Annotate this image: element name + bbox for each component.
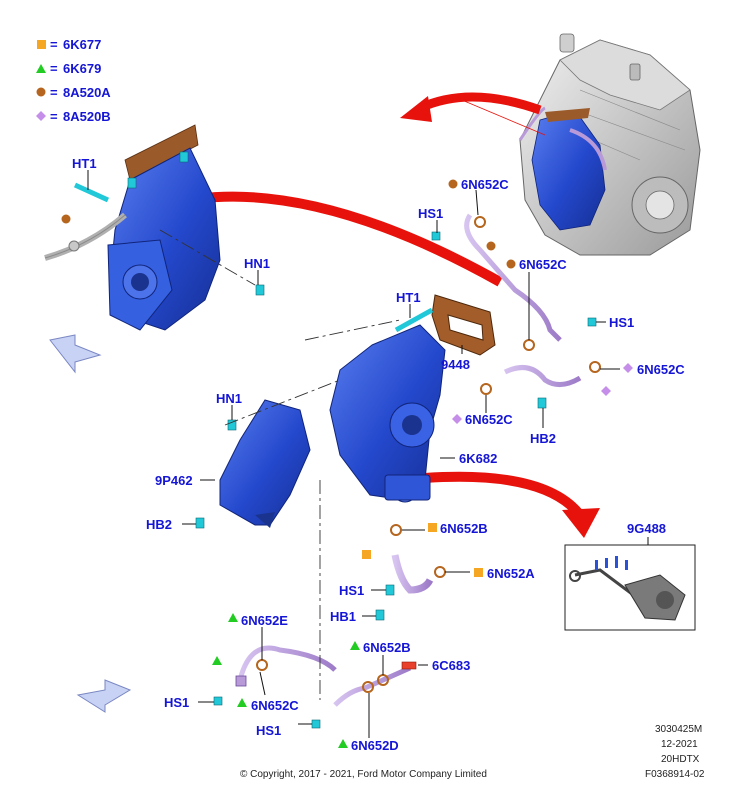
bolt-hs1-right-icon <box>587 317 597 327</box>
nut-icon <box>255 284 265 296</box>
marker-diamond-icon <box>623 363 633 373</box>
alignment-lines <box>159 229 401 700</box>
bolt-hs1-bottom-icon <box>311 719 321 729</box>
manifold-gasket-top <box>124 124 199 181</box>
stud-ht1-mid-icon <box>394 307 434 333</box>
label-6n652c-2: 6N652C <box>519 257 567 272</box>
bolt-hb1-icon <box>375 609 385 621</box>
legend-code-3: 8A520A <box>63 85 111 100</box>
label-ht1-top: HT1 <box>72 156 97 171</box>
label-6n652c-4: 6N652C <box>465 412 513 427</box>
label-9448: 9448 <box>441 357 470 372</box>
marker-circle-icon <box>448 179 458 189</box>
stud-icon <box>179 151 189 163</box>
label-9p462: 9P462 <box>155 473 193 488</box>
legend: = 6K677 = 6K679 = 8A520A = 8A520B <box>36 37 111 124</box>
heat-shield-9p462 <box>195 399 311 529</box>
label-hn1-top: HN1 <box>244 256 270 271</box>
label-hs1-right: HS1 <box>609 315 634 330</box>
label-hb2-left: HB2 <box>146 517 172 532</box>
label-hs1-bottom: HS1 <box>256 723 281 738</box>
label-hs1-mid: HS1 <box>339 583 364 598</box>
part-labels: HT1 HN1 HS1 6N652C 6N652C HT1 HS1 9448 6… <box>72 156 685 753</box>
gasket-9448 <box>431 294 496 356</box>
label-6c683: 6C683 <box>432 658 470 673</box>
coolant-pipes-bottom <box>76 645 417 729</box>
view-direction-arrow-icon <box>49 334 102 374</box>
assembled-turbo-manifold <box>44 124 265 374</box>
legend-eq-2: = <box>50 61 58 76</box>
label-hb2-right: HB2 <box>530 431 556 446</box>
legend-eq-3: = <box>50 85 58 100</box>
label-hs1-top: HS1 <box>418 206 443 221</box>
label-9g488: 9G488 <box>627 521 666 536</box>
legend-diamond-icon <box>36 111 46 121</box>
label-6n652d: 6N652D <box>351 738 399 753</box>
label-6n652b-2: 6N652B <box>363 640 411 655</box>
legend-eq-4: = <box>50 109 58 124</box>
arrow-to-kit <box>424 471 584 519</box>
document-meta: 3030425M 12-2021 20HDTX F0368914-02 © Co… <box>240 724 705 780</box>
engine-illustration <box>449 33 701 256</box>
label-6n652b-1: 6N652B <box>440 521 488 536</box>
meta-line-1: 3030425M <box>655 724 702 735</box>
arrow-to-engine <box>418 92 542 115</box>
legend-square-icon <box>37 40 46 49</box>
bolt-hb2-right-icon <box>537 397 547 409</box>
label-hb1: HB1 <box>330 609 356 624</box>
label-6n652c-3: 6N652C <box>637 362 685 377</box>
bolt-hb2-left-icon <box>195 517 205 529</box>
leader-lines <box>87 170 620 738</box>
part-markers <box>61 179 633 748</box>
legend-code-2: 6K679 <box>63 61 101 76</box>
bolt-hs1-mid-icon <box>385 584 395 596</box>
label-6n652a: 6N652A <box>487 566 535 581</box>
legend-circle-icon <box>36 87 46 97</box>
label-6n652c-5: 6N652C <box>251 698 299 713</box>
stud-ht1-top-icon <box>73 182 110 203</box>
bolt-hs1-top-icon <box>431 231 441 241</box>
connector-6c683 <box>401 661 417 670</box>
bolt-hs1-low-icon <box>213 696 223 706</box>
label-6k682: 6K682 <box>459 451 497 466</box>
view-direction-arrow-bottom-icon <box>76 679 132 713</box>
meta-line-4: F0368914-02 <box>645 769 705 780</box>
label-hs1-low: HS1 <box>164 695 189 710</box>
oil-return-pipe <box>375 524 446 621</box>
legend-code-4: 8A520B <box>63 109 111 124</box>
legend-eq-1: = <box>50 37 58 52</box>
legend-triangle-icon <box>36 64 46 73</box>
turbocharger-6k682 <box>329 324 446 503</box>
label-ht1-mid: HT1 <box>396 290 421 305</box>
coolant-pipe-right <box>480 361 601 409</box>
marker-triangle-icon <box>228 613 238 622</box>
label-6n652e: 6N652E <box>241 613 288 628</box>
label-6n652c-1: 6N652C <box>461 177 509 192</box>
meta-line-2: 12-2021 <box>661 739 698 750</box>
copyright-notice: © Copyright, 2017 - 2021, Ford Motor Com… <box>240 769 487 780</box>
kit-9g488-box <box>564 537 696 631</box>
legend-code-1: 6K677 <box>63 37 101 52</box>
marker-square-icon <box>428 523 437 532</box>
meta-line-3: 20HDTX <box>661 754 700 765</box>
label-hn1-mid: HN1 <box>216 391 242 406</box>
